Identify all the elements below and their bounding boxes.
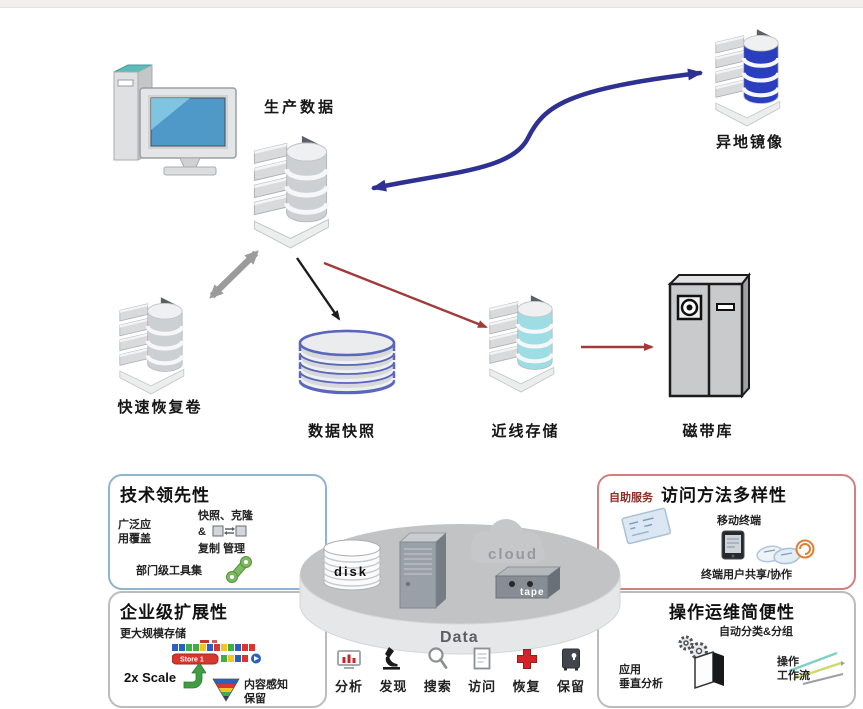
document-icon (473, 647, 491, 670)
platform-data-label: Data (440, 629, 479, 646)
tablet-icon (721, 530, 745, 560)
wrench-icon (226, 556, 252, 583)
recovery-label: 快速恢复卷 (117, 399, 203, 416)
feature-box-scalability: 企业级扩展性 更大规模存储 Store 1 2x Scale (108, 591, 327, 708)
magnifier-icon (428, 647, 448, 669)
mirror-server-icon (716, 29, 780, 126)
collaboration-icon (756, 539, 815, 565)
red-cross-icon (516, 649, 537, 669)
binder-icon (694, 650, 724, 690)
platform-disk-icon: disk (323, 539, 381, 591)
ring-front-band (299, 573, 621, 655)
nearline-arrow (323, 261, 488, 329)
platform-cloud-label: cloud (488, 546, 538, 563)
access-title: 访问方法多样性 (661, 486, 787, 505)
recovery-arrow (209, 250, 259, 299)
capability-retention: 保留 (551, 646, 591, 695)
microscope-icon (383, 647, 401, 670)
data-platform-ring: disk cloud tape (299, 519, 621, 655)
workstation-icon (113, 64, 237, 176)
access-mobile-label: 移动终端 (717, 515, 761, 527)
ops-flow-label-line2: 工作流 (777, 670, 810, 682)
store-cluster-icon: Store 1 (172, 640, 261, 665)
workflow-lines-icon (788, 651, 845, 685)
capability-row: 分析 发现 搜索 (329, 646, 591, 695)
tech-title: 技术领先性 (120, 486, 210, 505)
tech-clone-label: 快照、克隆 (198, 510, 253, 522)
recovery-server-icon (120, 297, 184, 394)
production-server-icon (254, 136, 328, 248)
access-selfservice-badge: 自助服务 (609, 492, 653, 504)
capability-access: 访问 (462, 646, 502, 695)
ops-title: 操作运维简便性 (669, 603, 795, 622)
scale-2x-label: 2x Scale (124, 670, 177, 685)
search-label: 搜索 (423, 679, 452, 694)
platform-cloud-icon: cloud (471, 519, 545, 563)
feature-box-technology: 技术领先性 广泛应用覆盖 快照、克隆 & 复制 管理 部门级工具集 (108, 474, 327, 590)
tape-library-label: 磁带库 (682, 423, 734, 440)
tape-library-icon (667, 272, 752, 399)
safe-icon (561, 648, 580, 671)
tech-amp-label: & (198, 526, 206, 538)
tech-coverage-label: 广泛应用覆盖 (118, 519, 151, 546)
ops-app-label-line1: 应用 (619, 664, 641, 676)
tech-toolset-label: 部门级工具集 (136, 565, 202, 577)
capability-recovery: 恢复 (507, 646, 547, 695)
replication-icon (212, 525, 247, 537)
portal-card-icon (621, 507, 672, 545)
ops-flow-label-line1: 操作 (777, 656, 799, 668)
retention-label: 保留 (556, 679, 585, 694)
retention-funnel-icon (212, 678, 240, 702)
nearline-server-icon (490, 295, 554, 392)
store-badge-label: Store 1 (180, 657, 204, 664)
capability-analysis: 分析 (329, 646, 369, 695)
ops-app-label-line2: 垂直分析 (619, 678, 663, 690)
scale-retention-label: 内容感知保留 (244, 679, 288, 706)
capability-discovery: 发现 (373, 646, 413, 695)
snapshot-label: 数据快照 (307, 423, 376, 440)
analysis-icon (337, 650, 361, 669)
scale-storage-label: 更大规模存储 (120, 628, 186, 640)
scale-up-arrow-icon (183, 662, 206, 689)
top-edge-strip (0, 0, 863, 8)
tech-replication-label: 复制 管理 (198, 543, 246, 555)
production-data-label: 生产数据 (264, 99, 337, 116)
mirror-sync-arrow (371, 68, 703, 192)
discovery-label: 发现 (379, 679, 408, 694)
access-sharing-label: 终端用户共享/协作 (701, 569, 793, 581)
snapshot-arrow (296, 257, 341, 321)
platform-server-icon (398, 532, 448, 609)
access-label: 访问 (468, 679, 497, 694)
platform-tape-label: tape (520, 587, 545, 598)
ops-classify-label: 自动分类&分组 (719, 626, 793, 638)
platform-tape-icon: tape (494, 566, 562, 599)
capability-search: 搜索 (418, 646, 458, 695)
storage-architecture-diagram (113, 0, 863, 399)
snapshot-disks-icon (298, 329, 396, 395)
scale-title: 企业级扩展性 (120, 603, 228, 622)
feature-box-operations: 操作运维简便性 自动分类&分组 应用 垂直分析 操作 工作流 (597, 591, 856, 708)
analysis-label: 分析 (334, 679, 363, 694)
mirror-label: 异地镜像 (715, 134, 784, 151)
feature-box-access: 自助服务 访问方法多样性 移动终端 (597, 474, 856, 590)
recovery-label-cap: 恢复 (512, 679, 541, 694)
platform-disk-label: disk (334, 564, 368, 579)
nearline-label: 近线存储 (491, 423, 560, 440)
